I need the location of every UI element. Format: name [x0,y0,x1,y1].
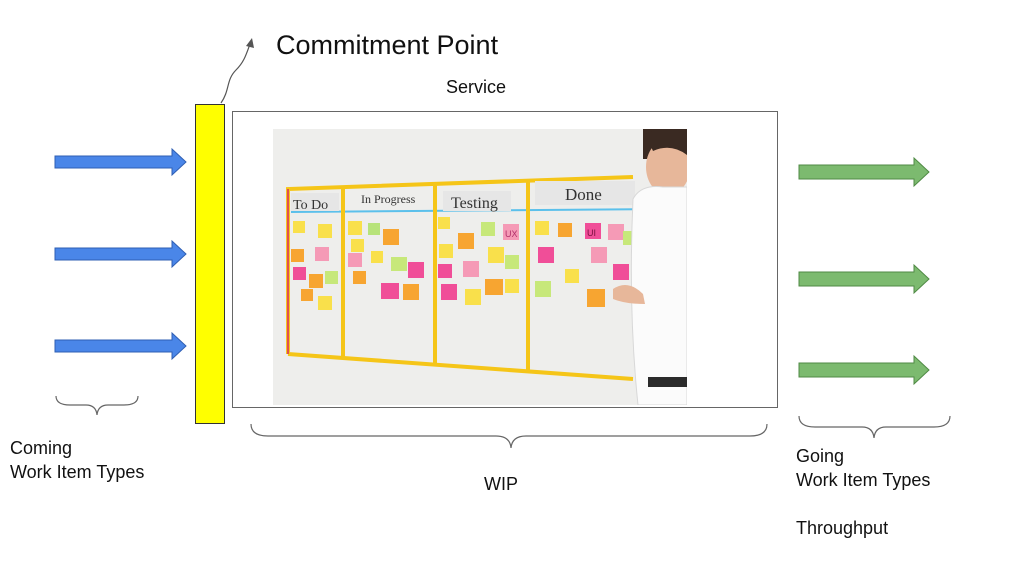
commitment-point-title: Commitment Point [276,30,499,60]
incoming-arrow-icon [54,239,187,269]
incoming-arrow-icon [54,331,187,361]
outgoing-arrow-icon [798,263,930,295]
commitment-point-bar [195,104,225,424]
kanban-board-illustration: To Do In Progress Testing Done [273,129,687,405]
commitment-point-pointer [220,43,251,104]
sticky-notes: UX UI [291,217,637,310]
outgoing-work-item-types-label: Going Work Item Types Throughput [796,446,931,538]
col-in-progress: In Progress [361,192,416,206]
outgoing-brace [798,415,951,439]
person-figure [613,129,687,405]
wip-label: WIP [484,474,518,494]
service-label: Service [446,77,507,97]
kanban-board-photo: To Do In Progress Testing Done [273,129,687,405]
service-box [232,111,778,408]
col-testing: Testing [451,195,498,212]
incoming-brace [55,395,139,416]
tag-ui: UI [587,228,596,238]
outgoing-arrow-icon [798,354,930,386]
tag-ux: UX [505,229,518,239]
incoming-arrow-icon [54,147,187,177]
incoming-work-item-types-label: Coming Work Item Types [10,438,145,482]
wip-brace [250,423,768,449]
outgoing-arrow-icon [798,156,930,188]
col-todo: To Do [293,198,328,213]
col-done: Done [565,185,602,204]
